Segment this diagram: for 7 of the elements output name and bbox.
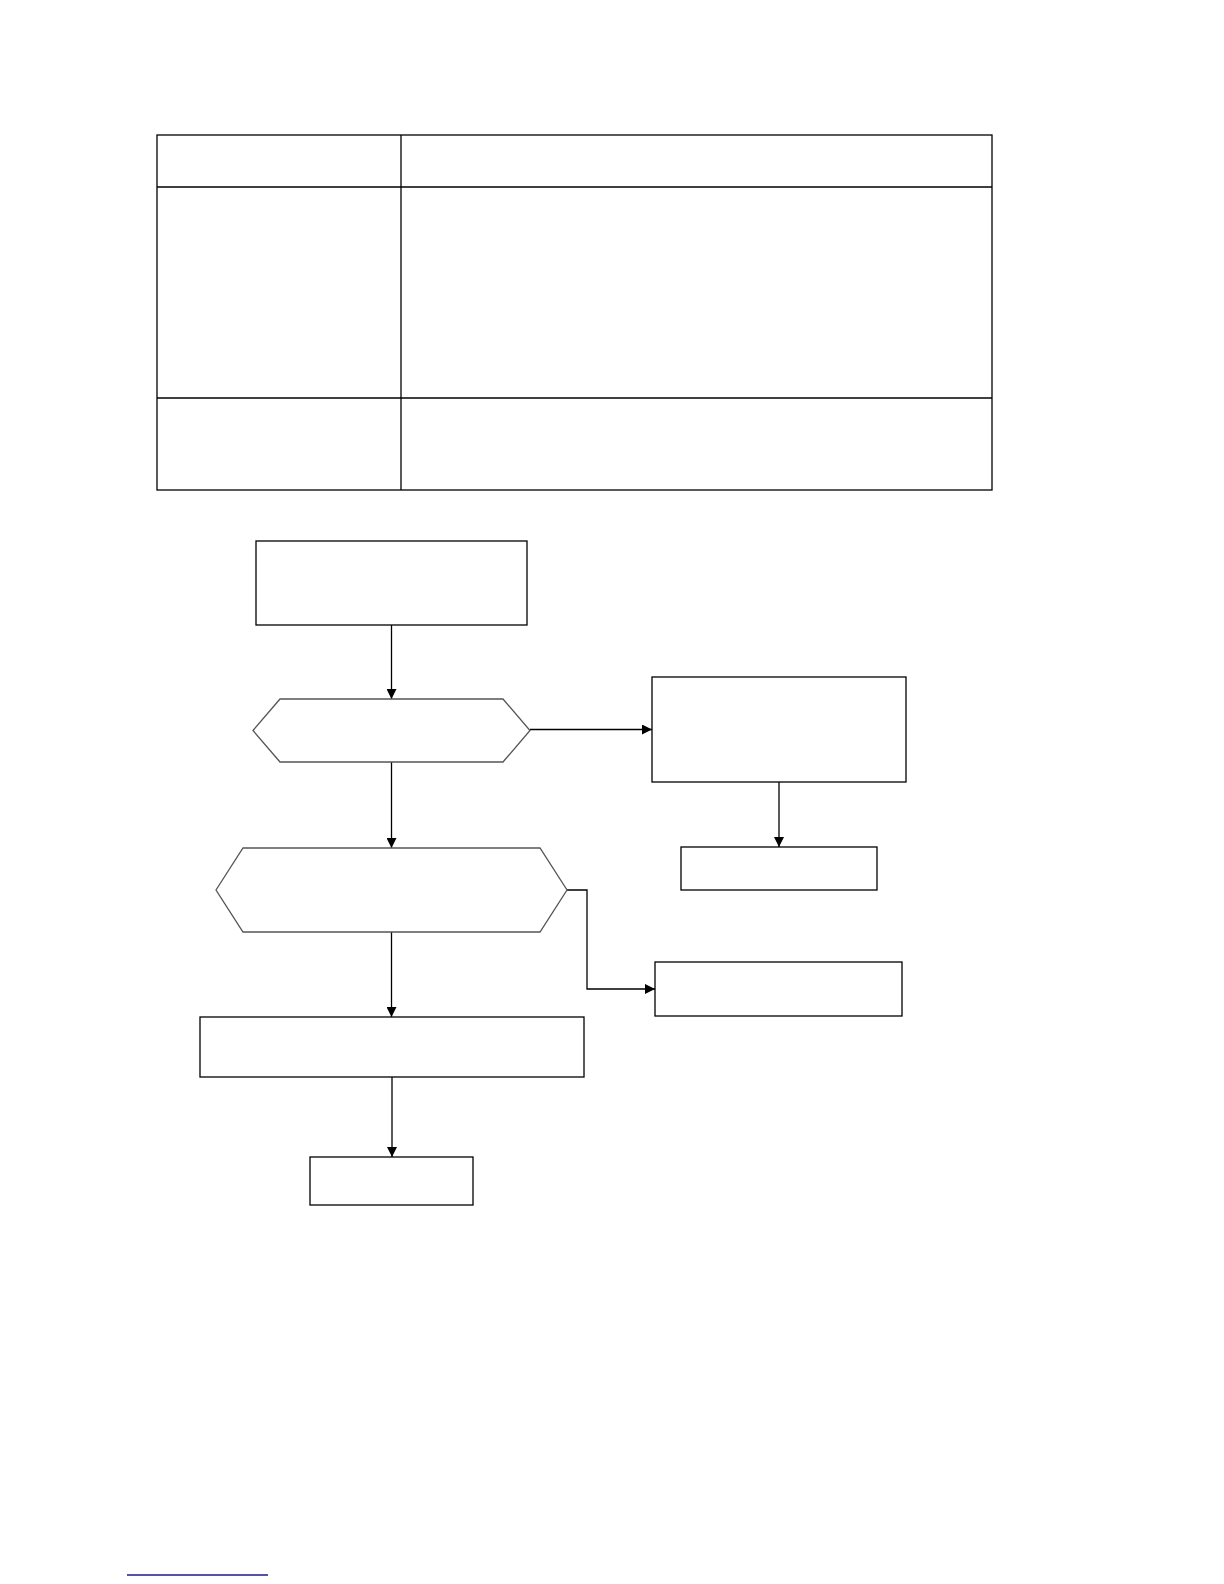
arrow [386,931,397,1018]
arrow [529,724,653,735]
arrow [387,1076,397,1158]
arrow [774,781,784,848]
arrow [386,761,397,849]
arrow [566,889,656,994]
arrow [386,624,397,700]
